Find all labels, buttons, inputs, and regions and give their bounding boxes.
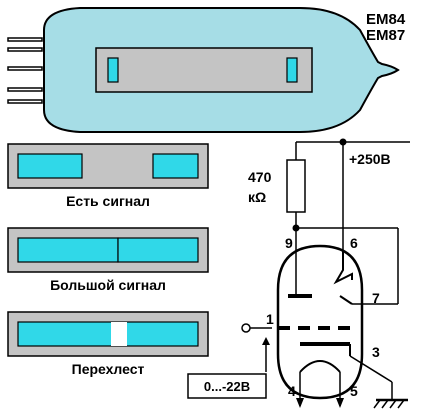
tube-screen-glow-left [107, 57, 119, 83]
pin-3-label: 3 [372, 344, 380, 360]
resistor [286, 159, 306, 213]
pin-9-label: 9 [285, 235, 293, 251]
tube-envelope [276, 244, 364, 400]
tube-model-1: EM84 [366, 11, 406, 28]
arrow-icon [296, 398, 304, 408]
pin [7, 87, 43, 92]
pin [7, 99, 43, 104]
indicator-overlap-spot [111, 322, 127, 346]
indicator-caption: Большой сигнал [50, 277, 166, 293]
indicator-glow [17, 321, 199, 347]
circuit-schematic [187, 138, 410, 409]
input-terminal [241, 323, 251, 333]
input-range-box [187, 373, 267, 399]
tube-illustration: EM84 EM87 [7, 7, 406, 133]
pin [7, 47, 43, 52]
supply-voltage-label: +250В [349, 151, 391, 167]
ground-hatch [373, 399, 381, 409]
pin-6-label: 6 [350, 235, 358, 251]
indicator-glow-left [17, 153, 83, 179]
ground-hatch [389, 399, 397, 409]
pin-1-label: 1 [266, 311, 274, 327]
pin [7, 37, 43, 42]
indicator-state-signal: Есть сигнал [7, 143, 209, 209]
target-electrode [333, 250, 353, 285]
indicator-state-big-signal: Большой сигнал [7, 227, 209, 293]
indicator-caption: Перехлест [72, 361, 145, 377]
arrow-icon [336, 398, 344, 408]
tube-screen [95, 47, 313, 93]
pin-4-label: 4 [288, 383, 296, 399]
indicator-state-overlap: Перехлест [7, 311, 209, 377]
indicator-glow-left [17, 237, 119, 263]
resistor-unit-label: кΩ [248, 189, 266, 205]
resistor-value-label: 470 [248, 169, 272, 185]
arrow-up-icon [262, 337, 270, 345]
indicator-glow-right [117, 237, 199, 263]
ground-hatch [381, 399, 389, 409]
pin-7-label: 7 [372, 290, 380, 306]
input-range-label: 0...-22В [204, 379, 250, 394]
indicator-caption: Есть сигнал [66, 193, 150, 209]
tube-screen-glow-right [286, 57, 298, 83]
heater [299, 360, 341, 373]
indicator-glow-right [152, 153, 199, 179]
wire [349, 355, 393, 383]
ground-hatch [397, 399, 405, 409]
tube-model-2: EM87 [366, 27, 405, 44]
deflector-electrode [339, 295, 353, 305]
pin [7, 66, 43, 71]
tube-pins [7, 37, 43, 104]
pin-5-label: 5 [350, 383, 358, 399]
